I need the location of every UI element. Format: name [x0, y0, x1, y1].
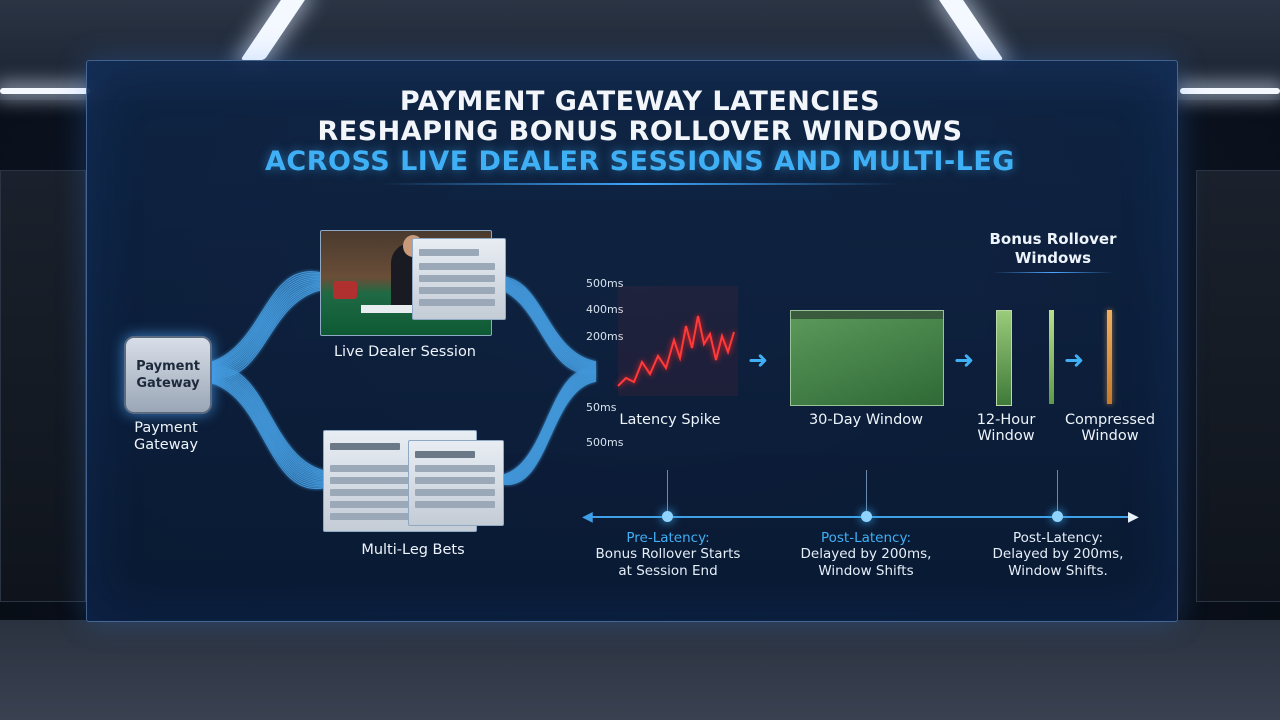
arrow-right-icon: ➜ — [748, 346, 769, 374]
tick-label: 500ms — [586, 436, 624, 449]
row — [419, 263, 495, 270]
timeline-stem — [667, 470, 668, 514]
timeline-stem — [866, 470, 867, 514]
card-row — [361, 305, 451, 313]
tick-label: 400ms — [586, 303, 624, 316]
row — [415, 465, 495, 472]
row — [419, 249, 479, 256]
tick-label: 50ms — [586, 401, 617, 414]
row — [419, 299, 495, 306]
latency-spike-line — [617, 286, 738, 396]
twelve-hour-window — [996, 310, 1012, 406]
row — [330, 489, 450, 496]
latency-spike-label: Latency Spike — [619, 412, 721, 428]
ceiling-light — [936, 0, 1004, 60]
timeline-point-heading: Post-Latency: — [1012, 530, 1104, 546]
row — [415, 501, 495, 508]
floor — [0, 620, 1280, 720]
server-rack-left — [0, 170, 86, 602]
title-line-3: ACROSS LIVE DEALER SESSIONS AND MULTI-LE… — [265, 146, 1015, 177]
arrow-left-icon: ◀ — [582, 509, 593, 525]
row — [330, 513, 450, 520]
multi-leg-label: Multi-Leg Bets — [361, 542, 465, 558]
row — [415, 477, 495, 484]
row — [330, 443, 400, 450]
ceiling-light — [0, 88, 90, 94]
timeline-point-body: Delayed by 200ms, Window Shifts — [800, 546, 932, 579]
thirty-day-label: 30-Day Window — [808, 412, 924, 428]
timeline-point-body: Delayed by 200ms, Window Shifts. — [992, 546, 1124, 579]
twelve-hour-label: 12-Hour Window — [976, 412, 1036, 444]
timeline-point-body: Bonus Rollover Starts at Session End — [595, 546, 741, 579]
arrow-right-icon: ▶ — [1128, 509, 1139, 525]
arrow-right-icon: ➜ — [954, 346, 975, 374]
thirty-day-window — [790, 310, 944, 406]
row — [419, 287, 495, 294]
timeline-point-heading: Pre-Latency: — [626, 530, 710, 546]
server-rack-right — [1196, 170, 1280, 602]
row — [330, 477, 450, 484]
gateway-chip-icon: Payment Gateway — [124, 336, 212, 414]
chip-stack — [333, 281, 357, 299]
chart-glow-area — [618, 286, 738, 396]
row — [330, 465, 450, 472]
timeline-point-heading: Post-Latency: — [820, 530, 912, 546]
timeline-marker — [1052, 511, 1063, 522]
row — [415, 451, 475, 458]
title-underline — [380, 183, 900, 185]
windows-title-rule — [992, 272, 1114, 273]
compressed-label: Compressed Window — [1064, 412, 1156, 444]
timeline-stem — [1057, 470, 1058, 514]
tick-label: 500ms — [586, 277, 624, 290]
window-titlebar — [791, 311, 943, 319]
row — [419, 275, 495, 282]
tick-label: 200ms — [586, 330, 624, 343]
row — [415, 489, 495, 496]
timeline-marker — [662, 511, 673, 522]
live-dealer-label: Live Dealer Session — [333, 344, 477, 360]
title-line-1: PAYMENT GATEWAY LATENCIES — [399, 86, 881, 117]
ceiling-light — [1180, 88, 1280, 94]
title-line-2: RESHAPING BONUS ROLLOVER WINDOWS — [317, 116, 963, 147]
ceiling-light — [240, 0, 308, 60]
arrow-right-icon: ➜ — [1064, 346, 1085, 374]
compressed-window — [1107, 310, 1112, 404]
gateway-label: Payment Gateway — [133, 420, 199, 453]
shifted-window — [1049, 310, 1054, 404]
gateway-chip-text: Payment Gateway — [136, 359, 200, 391]
timeline-marker — [861, 511, 872, 522]
row — [330, 501, 450, 508]
windows-section-title: Bonus Rollover Windows — [989, 230, 1117, 267]
spike-polyline — [617, 315, 735, 387]
live-dealer-bets-panel — [412, 238, 506, 320]
multi-leg-slip-2 — [408, 440, 504, 526]
